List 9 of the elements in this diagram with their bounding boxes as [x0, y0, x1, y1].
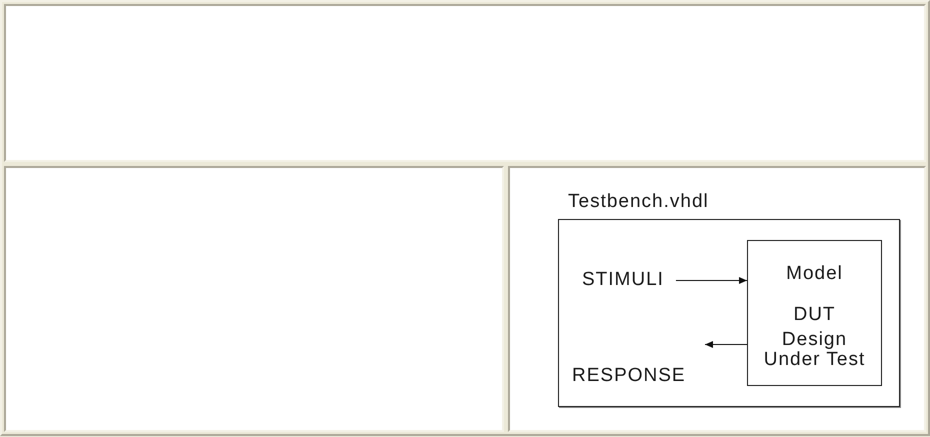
- box-label: DUT: [793, 303, 836, 326]
- signal-label: STIMULI: [582, 268, 664, 291]
- frame-title: Testbench.vhdl: [568, 190, 709, 213]
- box-description: Design Under Test: [762, 330, 866, 370]
- dut-box: [747, 240, 882, 386]
- signal-label: RESPONSE: [572, 364, 686, 387]
- arrow: [675, 277, 748, 284]
- arrow: [704, 341, 748, 348]
- box-title: Model: [786, 262, 843, 285]
